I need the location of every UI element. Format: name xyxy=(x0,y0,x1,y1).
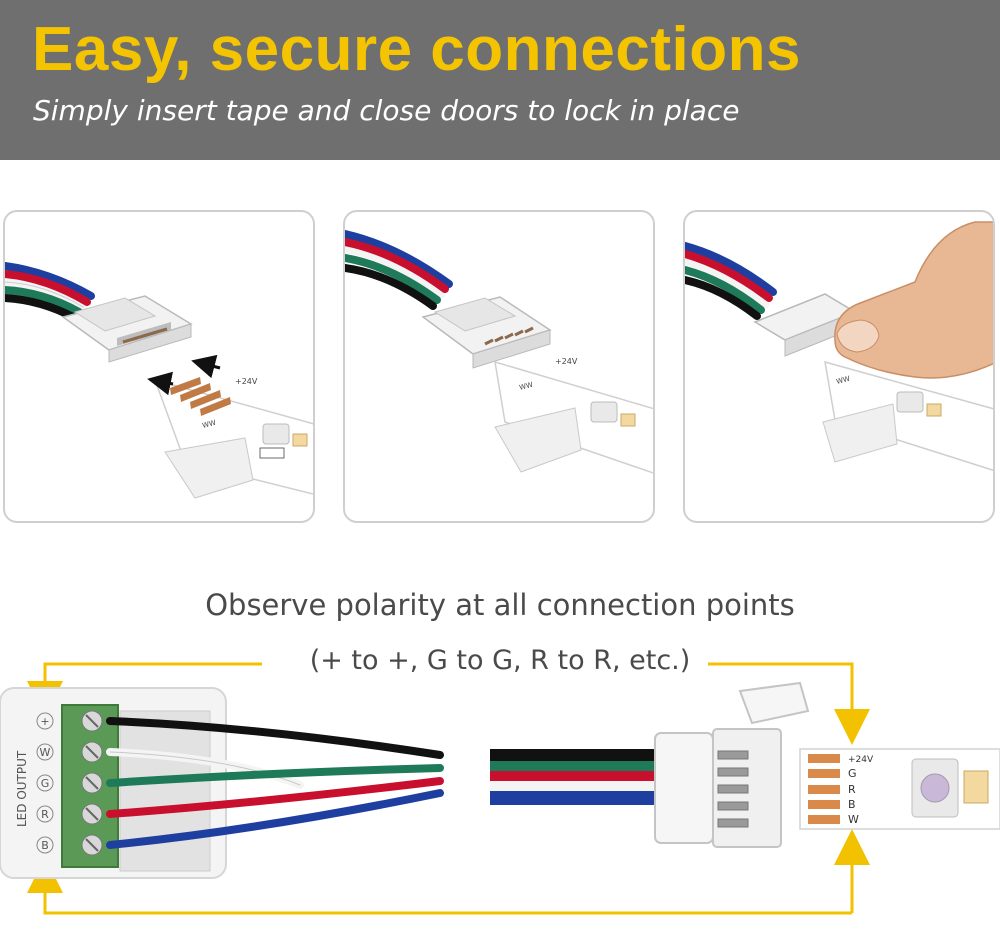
connector xyxy=(61,295,193,363)
header-banner: Easy, secure connections Simply insert t… xyxy=(0,0,1000,160)
strip-label: +24V xyxy=(555,357,578,366)
led-strip: WW xyxy=(824,360,993,471)
terminal-label-b: B xyxy=(41,839,49,852)
connector-wires xyxy=(490,749,660,805)
strip-label: +24V xyxy=(235,377,258,386)
step-3-illustration: WW xyxy=(685,221,993,471)
connector xyxy=(654,681,810,848)
polarity-arrows xyxy=(27,662,870,915)
led-strip: +24V WW xyxy=(153,377,313,495)
chip-icon xyxy=(911,758,959,818)
arrow-left-icon xyxy=(147,354,221,396)
strip-pad-label-plus: +24V xyxy=(848,755,874,765)
strip-code: WW xyxy=(201,419,217,430)
ribbon-cable xyxy=(685,242,777,320)
ribbon-cable xyxy=(345,230,453,310)
step-2-illustration: +24V WW xyxy=(345,230,653,474)
strip-pad-label-g: G xyxy=(848,767,857,780)
connector xyxy=(421,296,552,369)
white-led xyxy=(926,403,942,417)
tape-backing xyxy=(164,437,254,499)
strip-pad-label-w: W xyxy=(848,813,859,826)
ribbon-cable xyxy=(5,262,95,322)
terminal-label-plus: + xyxy=(40,715,49,728)
led-strip: +24V G R B W xyxy=(799,748,1000,830)
rgb-chip xyxy=(896,391,924,413)
step-1-panel: +24V WW xyxy=(3,210,315,523)
controller-output-label: LED OUTPUT xyxy=(15,750,29,827)
white-led xyxy=(292,433,308,447)
strip-code: WW xyxy=(835,375,851,386)
wiring-diagram: LED OUTPUT + W G R B xyxy=(0,662,1000,915)
terminal-label-r: R xyxy=(41,808,49,821)
terminal-label-w: W xyxy=(40,746,51,759)
finger-icon xyxy=(834,221,993,379)
strip-pad-label-r: R xyxy=(848,783,856,796)
polarity-example: (+ to +, G to G, R to R, etc.) xyxy=(295,645,705,676)
strip-code: WW xyxy=(518,381,534,392)
polarity-example-line: (+ to +, G to G, R to R, etc.) xyxy=(0,645,1000,676)
banner-title: Easy, secure connections xyxy=(32,15,801,84)
terminal-label-g: G xyxy=(41,777,50,790)
white-led xyxy=(620,413,636,427)
controller-wires xyxy=(106,717,444,849)
strip-pad-label-b: B xyxy=(848,798,856,811)
banner-subtitle: Simply insert tape and close doors to lo… xyxy=(33,94,740,127)
rgb-chip xyxy=(590,401,618,423)
step-2-panel: +24V WW xyxy=(343,210,655,523)
step-3-panel: WW xyxy=(683,210,995,523)
white-led xyxy=(963,770,989,804)
polarity-caption: Observe polarity at all connection point… xyxy=(205,588,795,622)
tape-backing xyxy=(822,403,898,463)
tape-backing xyxy=(494,407,582,473)
rgb-chip xyxy=(262,423,290,445)
step-1-illustration: +24V WW xyxy=(5,262,313,499)
